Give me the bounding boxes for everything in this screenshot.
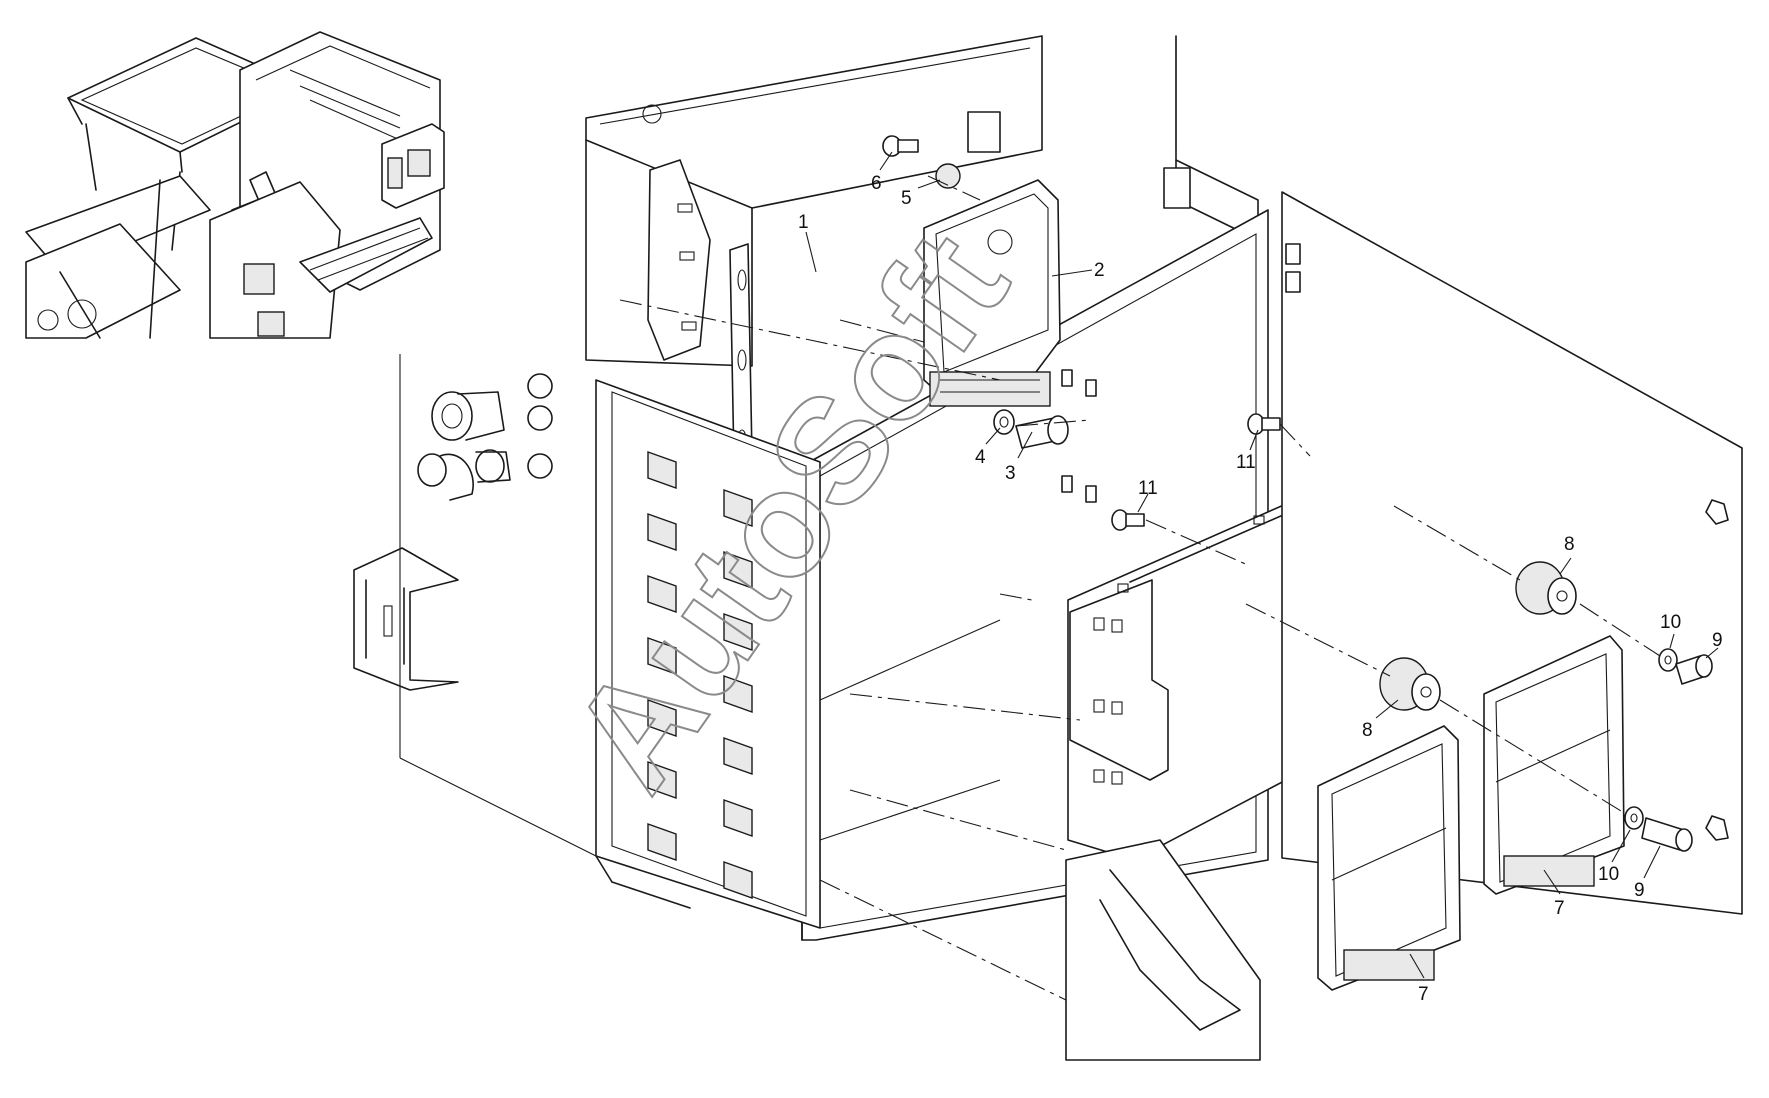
- callout-3: 3: [1005, 463, 1016, 484]
- fittings-group: [417, 373, 553, 501]
- callout-labels: 1 2 3 4 5 6 7 7 8 8 9 9 10 10 11 11: [798, 173, 1723, 1005]
- terminal-block-column-right: [723, 489, 753, 899]
- controller-upper: [1483, 635, 1625, 895]
- callout-6: 6: [871, 173, 882, 194]
- terminal-block-column-left: [647, 451, 677, 861]
- callout-8-lower: 8: [1362, 720, 1373, 741]
- callout-8-upper: 8: [1564, 534, 1575, 555]
- leader-lines: [805, 151, 1719, 979]
- terminal-panel: [595, 379, 821, 929]
- callout-4: 4: [975, 447, 986, 468]
- callout-10-lower: 10: [1598, 864, 1619, 885]
- callout-7-upper: 7: [1554, 898, 1565, 919]
- rubber-mount-upper: [1515, 561, 1577, 615]
- callout-10-upper: 10: [1660, 612, 1681, 633]
- callout-11-upper: 11: [1236, 452, 1256, 473]
- ecu-module: [923, 179, 1061, 407]
- cabinet-door: [1281, 191, 1743, 915]
- callout-9-lower: 9: [1634, 880, 1645, 901]
- hardware-screws: [882, 135, 1713, 852]
- hinge-bracket: [647, 159, 753, 465]
- controller-lower: [1317, 725, 1461, 991]
- callout-5: 5: [901, 188, 912, 209]
- callout-9-upper: 9: [1712, 630, 1723, 651]
- machine-overview-inset: [25, 31, 445, 339]
- assembly-lines: [619, 175, 1661, 1001]
- rubber-mount-lower: [1379, 657, 1441, 711]
- callout-11-lower: 11: [1138, 478, 1158, 499]
- mounting-bracket-left: [353, 547, 459, 691]
- callout-1: 1: [798, 212, 809, 233]
- construction-lines: [399, 36, 1177, 857]
- callout-2: 2: [1094, 260, 1105, 281]
- callout-7-lower: 7: [1418, 984, 1429, 1005]
